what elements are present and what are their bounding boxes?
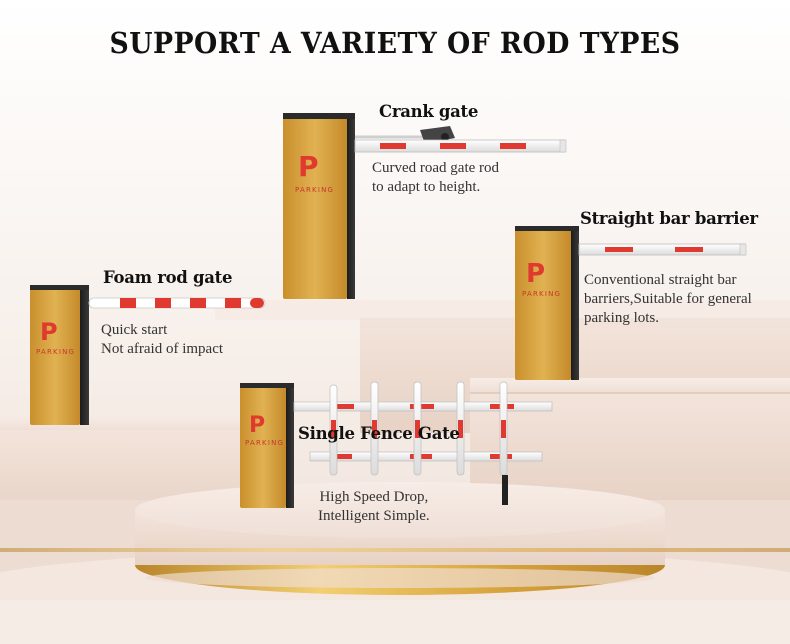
fence-gate-title: Single Fence Gate (298, 424, 460, 443)
straight-bar-line-2: barriers,Suitable for general (584, 291, 752, 307)
straight-bar-logo-text: PARKING (522, 290, 561, 298)
straight-bar-logo-letter: P (526, 259, 545, 289)
crank-gate-line-1: Curved road gate rod (372, 160, 500, 176)
crank-gate-logo-text: PARKING (295, 186, 334, 194)
foam-rod-line-2: Not afraid of impact (101, 341, 224, 357)
fence-gate-logo-text: PARKING (245, 439, 284, 447)
foam-rod-logo-letter: P (40, 318, 58, 346)
fence-gate-line-1: High Speed Drop, (319, 489, 429, 505)
foam-rod-line-1: Quick start (101, 322, 168, 338)
straight-bar-line-1: Conventional straight bar (584, 272, 737, 288)
straight-bar-title: Straight bar barrier (580, 209, 758, 228)
fence-gate-logo-letter: P (249, 413, 265, 438)
crank-gate-description: Curved road gate rod to adapt to height. (372, 159, 499, 197)
foam-rod-title: Foam rod gate (103, 268, 233, 287)
right-podium (470, 378, 790, 502)
foam-rod-product: P PARKING (30, 285, 266, 425)
page-headline: SUPPORT A VARIETY OF ROD TYPES (109, 26, 681, 60)
straight-bar-line-3: parking lots. (584, 310, 659, 326)
straight-bar-description: Conventional straight bar barriers,Suita… (584, 271, 752, 328)
crank-gate-title: Crank gate (379, 102, 479, 121)
crank-gate-logo-letter: P (298, 150, 319, 183)
foam-rod-description: Quick start Not afraid of impact (101, 321, 223, 359)
fence-gate-product: P PARKING (240, 381, 553, 508)
straight-bar-product: P PARKING (515, 226, 747, 380)
crank-gate-product: P PARKING (283, 113, 567, 299)
crank-gate-line-2: to adapt to height. (372, 179, 481, 195)
foam-rod-logo-text: PARKING (36, 348, 75, 356)
fence-gate-line-2: Intelligent Simple. (318, 508, 430, 524)
gold-trim-line (0, 548, 790, 552)
fence-gate-description: High Speed Drop, Intelligent Simple. (318, 488, 430, 526)
